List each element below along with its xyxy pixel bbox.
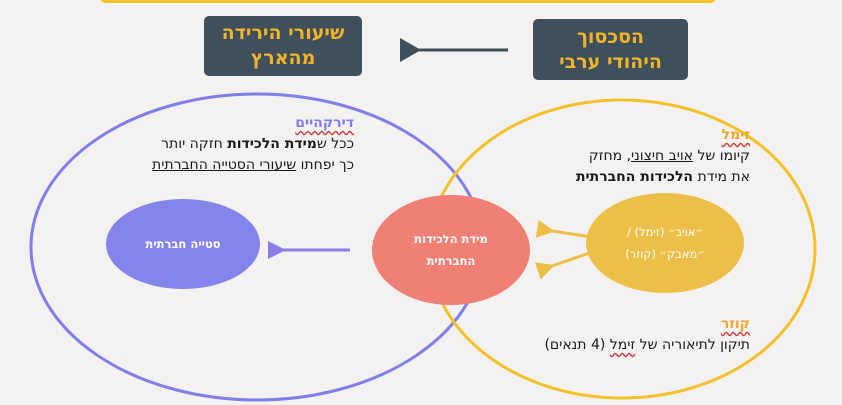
simmel-line1: קיומו של אויב חיצוני, מחזק bbox=[490, 146, 750, 167]
durkheim-heading: דירקהיים bbox=[295, 115, 354, 131]
coser-line-pre: תיקון לתיאוריה של bbox=[635, 337, 750, 353]
simmel-line1-post: , מחזק bbox=[588, 148, 632, 164]
simmel-line2-bold: הלכידות החברתית bbox=[575, 169, 694, 185]
coser-line-squiggle: זימל bbox=[609, 337, 636, 353]
coser-line-post: (4 תנאים) bbox=[544, 337, 610, 353]
durkheim-line1-pre: ככל ש bbox=[316, 136, 354, 152]
simmel-text: זימל קיומו של אויב חיצוני, מחזק את מידת … bbox=[490, 125, 750, 188]
enemy-circle bbox=[586, 193, 744, 293]
box-conflict-line1: הסכסוך bbox=[576, 25, 645, 48]
durkheim-line2-pre: כך יפחתו bbox=[296, 157, 354, 173]
durkheim-line2: כך יפחתו שיעורי הסטייה החברתית bbox=[94, 155, 354, 176]
durkheim-line1: ככל שמידת הלכידות חזקה יותר bbox=[94, 134, 354, 155]
enemy-to-cohesion-arrow-1 bbox=[535, 219, 599, 240]
durkheim-text: דירקהיים ככל שמידת הלכידות חזקה יותר כך … bbox=[94, 113, 354, 176]
box-conflict-line2: היהודי ערבי bbox=[559, 50, 662, 73]
box-emigration-rates: שיעורי הירידה מהארץ bbox=[204, 16, 362, 76]
cohesion-label-line1: מידת הלכידות bbox=[414, 232, 488, 246]
cohesion-circle bbox=[372, 195, 530, 305]
deviance-circle bbox=[106, 199, 260, 289]
durkheim-line2-underlined: שיעורי הסטייה החברתית bbox=[152, 157, 297, 173]
simmel-line2: את מידת הלכידות החברתית bbox=[490, 167, 750, 188]
enemy-label-line2: ״מאבק״ (קוזר) bbox=[625, 247, 705, 261]
cohesion-label: מידת הלכידות החברתית bbox=[372, 225, 530, 275]
box-conflict: הסכסוך היהודי ערבי bbox=[533, 19, 688, 80]
box-emigration-rates-line2: מהארץ bbox=[250, 47, 316, 69]
simmel-line1-underlined: אויב חיצוני bbox=[631, 148, 694, 164]
coser-line: תיקון לתיאוריה של זימל (4 תנאים) bbox=[450, 335, 750, 356]
coser-text: קוזר תיקון לתיאוריה של זימל (4 תנאים) bbox=[450, 314, 750, 356]
deviance-label: סטייה חברתית bbox=[145, 237, 221, 251]
coser-heading: קוזר bbox=[720, 316, 750, 332]
durkheim-line1-bold: מידת הלכידות bbox=[227, 136, 317, 152]
enemy-label: ״אויב״ (זימל) / ״מאבק״ (קוזר) bbox=[586, 220, 744, 266]
simmel-line1-pre: קיומו של bbox=[693, 148, 750, 164]
enemy-label-line1: ״אויב״ (זימל) / bbox=[627, 225, 703, 239]
cohesion-label-line2: החברתית bbox=[426, 254, 476, 268]
box-emigration-rates-line1: שיעורי הירידה bbox=[221, 22, 345, 44]
simmel-line2-pre: את מידת bbox=[693, 169, 750, 185]
simmel-heading: זימל bbox=[721, 127, 750, 143]
enemy-to-cohesion-arrow-2 bbox=[534, 248, 599, 280]
durkheim-line1-post: חזקה יותר bbox=[161, 136, 228, 152]
